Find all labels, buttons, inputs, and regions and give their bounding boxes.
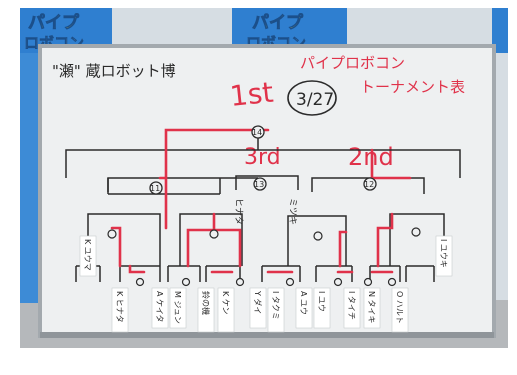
small-match-circles	[107, 227, 421, 287]
entrant-card	[79, 235, 97, 277]
entrant-card	[313, 287, 331, 329]
entrant-card	[111, 287, 129, 333]
match-circle-semi-left: 11	[149, 181, 163, 195]
entrant-name: I タイチ	[347, 291, 356, 320]
date-circle	[287, 80, 337, 116]
entrant-name: K ユウマ	[83, 239, 92, 271]
banner-center-line-1: パイプ	[252, 12, 304, 33]
board-title-right-1: パイプロボコン	[300, 54, 405, 72]
third-place-right-name: ミツキ	[287, 198, 297, 225]
banner-right-strip	[492, 8, 508, 53]
entrant-cards: K ユウマ K ヒナタ A ケイタ M ジュン 鈴の機 K ケン Y ダイ I タクミ A ユウ…	[79, 235, 453, 333]
entrant-name: N タイキ	[367, 291, 376, 324]
entrant-name: A ケイタ	[155, 291, 164, 323]
entrant-card	[435, 235, 453, 277]
match-number-semi-right: 12	[364, 180, 374, 189]
entrant-card	[169, 287, 187, 329]
match-circle-final: 14	[251, 125, 265, 139]
entrant-card	[197, 287, 215, 333]
third-place-left-name: ヒナタ	[233, 198, 244, 225]
banner-left: パイプ ロボコン	[20, 8, 112, 303]
match-number-third-place: 13	[254, 180, 264, 189]
third-place-names: ヒナタ ミツキ	[233, 198, 297, 225]
entrant-card	[267, 287, 285, 333]
board-tray	[40, 332, 494, 338]
match-number-semi-left: 11	[150, 184, 160, 193]
match-circle-third-place: 13	[253, 177, 267, 191]
entrant-name: M ジュン	[173, 291, 182, 324]
entrant-name: K ケン	[221, 291, 230, 315]
entrant-card	[249, 287, 267, 329]
board-title-right-2: トーナメント表	[360, 78, 465, 96]
match-circle-semi-right: 12	[363, 177, 377, 191]
entrant-card	[343, 287, 361, 329]
entrant-card	[391, 287, 409, 333]
entrant-name: O ハルト	[395, 291, 404, 324]
entrant-name: A ユウ	[299, 291, 308, 315]
banner-left-line-1: パイプ	[28, 12, 80, 33]
bracket-black-lines	[65, 126, 461, 282]
board-surface	[42, 48, 492, 334]
entrant-name: 鈴の機	[201, 291, 211, 315]
label-1st: 1st	[228, 76, 275, 113]
label-3rd: 3rd	[244, 145, 281, 170]
entrant-name: I タクミ	[271, 291, 280, 320]
entrant-name: I ユウキ	[439, 239, 448, 268]
entrant-card	[363, 287, 381, 329]
match-number-final: 14	[252, 128, 262, 137]
entrant-card	[151, 287, 169, 329]
entrant-card	[217, 287, 235, 333]
board-title-left: "瀬" 蔵ロボット博	[52, 62, 176, 80]
entrant-name: K ヒナタ	[115, 291, 124, 323]
entrant-card	[295, 287, 313, 329]
board-date: 3/27	[296, 90, 334, 110]
entrant-name: Y ダイ	[253, 290, 263, 314]
entrant-name: I ユウ	[317, 291, 326, 312]
